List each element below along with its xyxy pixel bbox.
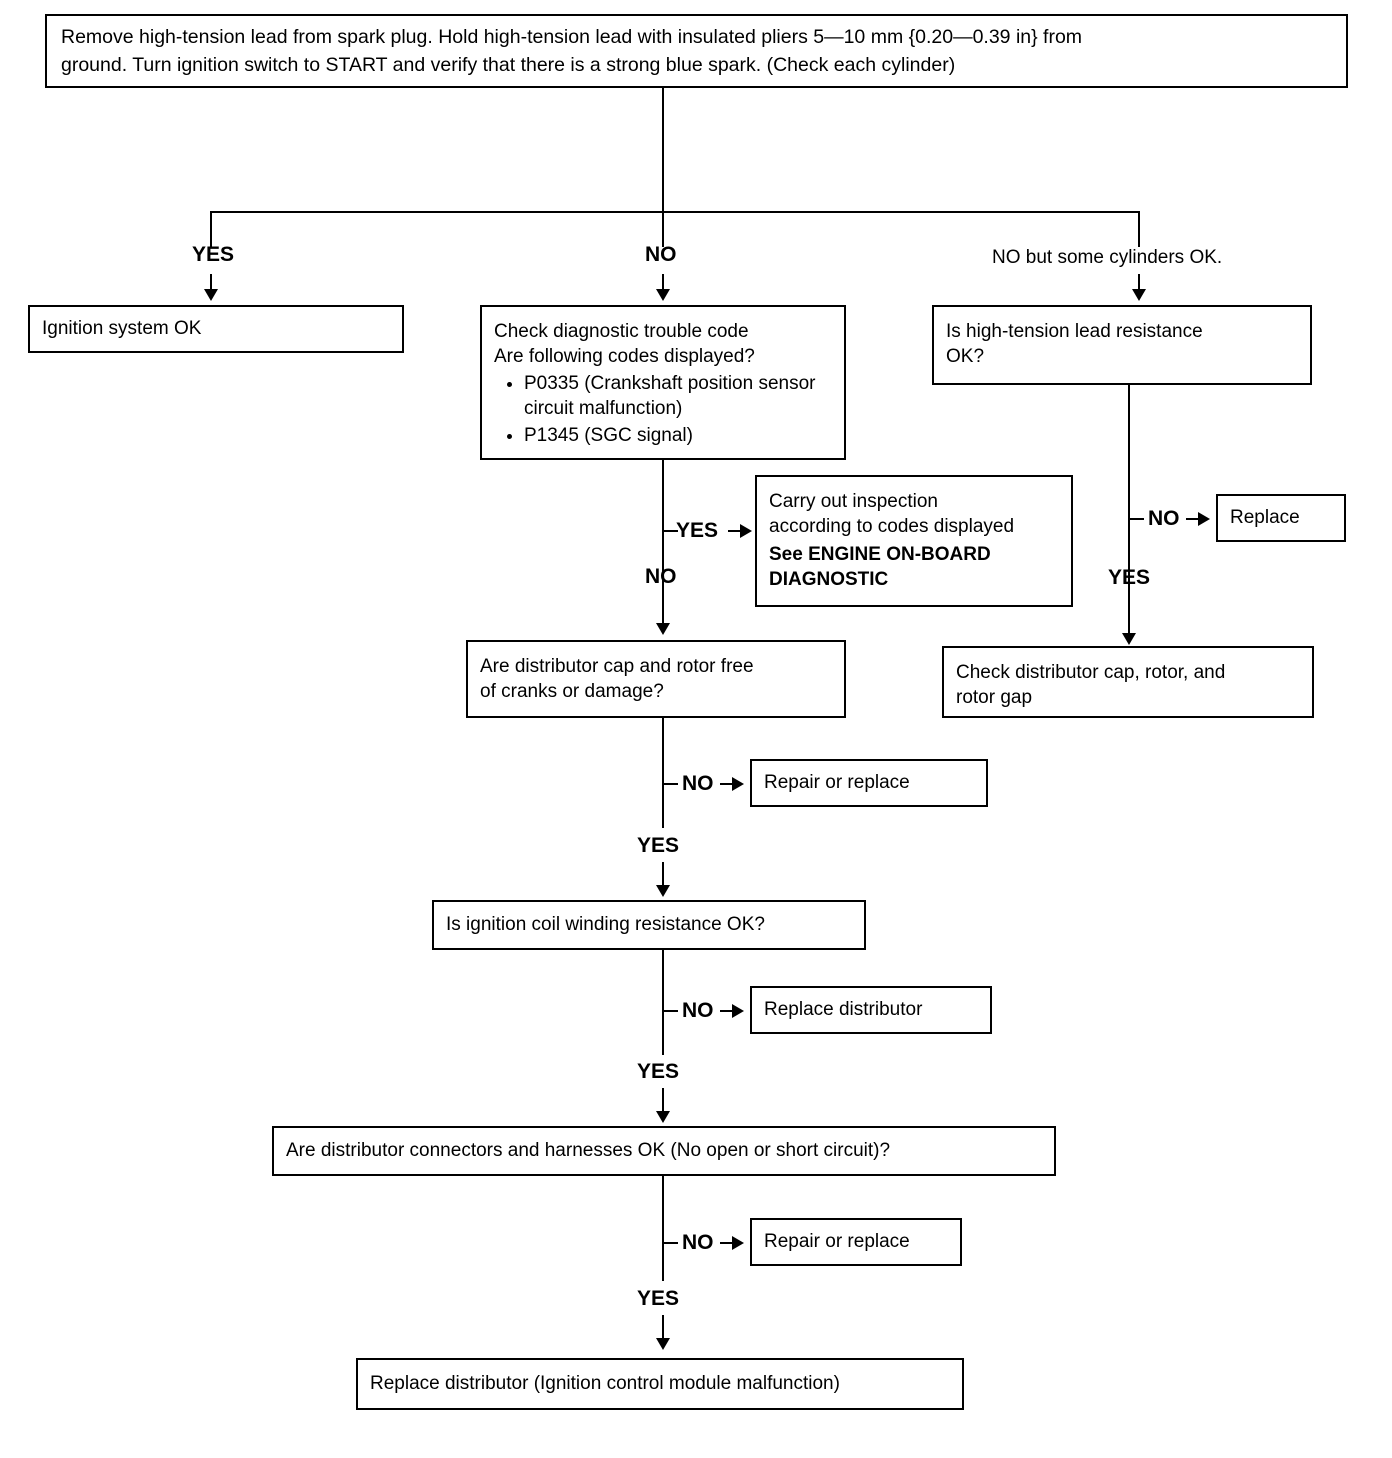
node-carry-out-reference: ENGINE ON-BOARD DIAGNOSTIC: [769, 544, 991, 591]
connector-lead-no-tick: [1128, 518, 1144, 520]
node-replace-distributor-1: Replace distributor: [750, 986, 992, 1034]
edge-label-dtc-yes: YES: [676, 519, 719, 542]
connector-coil-no-tick: [662, 1010, 678, 1012]
node-cap-rotor-line2: of cranks or damage?: [480, 681, 664, 703]
node-check-dtc-bullets: P0335 (Crankshaft position sensor circui…: [494, 371, 832, 448]
edge-label-lead-yes: YES: [1108, 566, 1151, 589]
connector-split-bus: [210, 211, 1140, 213]
arrow-into-carry-out: [740, 524, 752, 538]
edge-label-branch-no: NO: [645, 243, 677, 266]
connector-conn-down: [662, 1176, 664, 1281]
node-lead-resistance-line1: Is high-tension lead resistance: [946, 321, 1203, 342]
node-cap-rotor-free: Are distributor cap and rotor free of cr…: [466, 640, 846, 718]
arrow-into-repair-replace-1: [732, 777, 744, 791]
connector-bus-to-no: [662, 211, 664, 247]
arrow-into-check-dtc: [656, 289, 670, 301]
connector-cap-no-line: [720, 783, 734, 785]
node-start-instruction: Remove high-tension lead from spark plug…: [45, 14, 1348, 88]
arrow-into-lead-resistance: [1132, 289, 1146, 301]
connector-cap-yes-down: [662, 862, 664, 888]
edge-label-conn-no: NO: [682, 1231, 714, 1254]
connector-dtc-yes-tick: [662, 530, 678, 532]
node-carry-out-line1: Carry out inspection: [769, 491, 938, 512]
node-start-line2: ground. Turn ignition switch to START an…: [61, 54, 956, 76]
connector-conn-no-line: [720, 1242, 734, 1244]
connector-coil-no-line: [720, 1010, 734, 1012]
edge-label-conn-yes: YES: [637, 1287, 680, 1310]
node-check-cap-rotor-line1: Check distributor cap, rotor, and: [956, 662, 1226, 683]
connector-no-arrow-line: [662, 274, 664, 292]
connector-no-some-arrow-line: [1138, 274, 1140, 292]
arrow-into-replace-distributor-1: [732, 1004, 744, 1018]
connector-lead-down: [1128, 385, 1130, 635]
node-carry-out-line2: according to codes displayed: [769, 516, 1015, 538]
node-check-dtc: Check diagnostic trouble code Are follow…: [480, 305, 846, 460]
edge-label-branch-no-some: NO but some cylinders OK.: [992, 247, 1223, 268]
node-check-cap-rotor-gap: Check distributor cap, rotor, and rotor …: [942, 646, 1314, 718]
node-distributor-connectors-label: Are distributor connectors and harnesses…: [286, 1140, 891, 1162]
edge-label-cap-no: NO: [682, 772, 714, 795]
node-lead-resistance: Is high-tension lead resistance OK?: [932, 305, 1312, 385]
node-repair-or-replace-1: Repair or replace: [750, 759, 988, 807]
connector-cap-down: [662, 718, 664, 828]
node-replace-distributor-1-label: Replace distributor: [764, 999, 923, 1021]
node-check-dtc-line1: Check diagnostic trouble code: [494, 321, 749, 342]
node-check-cap-rotor-line2: rotor gap: [956, 687, 1033, 709]
connector-cap-no-tick: [662, 783, 678, 785]
connector-coil-down: [662, 950, 664, 1055]
edge-label-coil-yes: YES: [637, 1060, 680, 1083]
node-coil-winding-label: Is ignition coil winding resistance OK?: [446, 914, 765, 936]
connector-coil-yes-down: [662, 1088, 664, 1114]
connector-bus-to-no-some: [1138, 211, 1140, 247]
connector-yes-arrow-line: [210, 274, 212, 292]
edge-label-cap-yes: YES: [637, 834, 680, 857]
arrow-into-replace: [1198, 512, 1210, 526]
arrow-into-final: [656, 1338, 670, 1350]
connector-conn-yes-down: [662, 1315, 664, 1341]
connector-conn-no-tick: [662, 1242, 678, 1244]
connector-start-to-bus: [662, 88, 664, 211]
node-distributor-connectors: Are distributor connectors and harnesses…: [272, 1126, 1056, 1176]
node-check-dtc-bullet-1: P0335 (Crankshaft position sensor circui…: [524, 371, 832, 421]
arrow-into-cap-rotor: [656, 623, 670, 635]
node-ignition-system-ok: Ignition system OK: [28, 305, 404, 353]
arrow-into-repair-replace-2: [732, 1236, 744, 1250]
arrow-into-connectors: [656, 1111, 670, 1123]
edge-label-dtc-no: NO: [645, 565, 677, 588]
arrow-into-coil-winding: [656, 885, 670, 897]
node-final-label: Replace distributor (Ignition control mo…: [370, 1373, 840, 1395]
connector-dtc-down: [662, 460, 664, 625]
node-replace: Replace: [1216, 494, 1346, 542]
connector-bus-to-yes: [210, 211, 212, 247]
arrow-into-ignition-ok: [204, 289, 218, 301]
node-repair-or-replace-1-label: Repair or replace: [764, 772, 910, 794]
node-repair-or-replace-2: Repair or replace: [750, 1218, 962, 1266]
node-replace-label: Replace: [1230, 507, 1300, 529]
node-check-dtc-line2: Are following codes displayed?: [494, 346, 755, 368]
connector-lead-no-line: [1186, 518, 1200, 520]
node-carry-out-inspection: Carry out inspection according to codes …: [755, 475, 1073, 607]
arrow-into-check-cap-rotor: [1122, 633, 1136, 645]
node-cap-rotor-line1: Are distributor cap and rotor free: [480, 656, 754, 677]
node-ignition-system-ok-label: Ignition system OK: [42, 318, 202, 340]
edge-label-lead-no: NO: [1148, 507, 1180, 530]
node-final-replace-distributor: Replace distributor (Ignition control mo…: [356, 1358, 964, 1410]
edge-label-coil-no: NO: [682, 999, 714, 1022]
node-start-line1: Remove high-tension lead from spark plug…: [61, 25, 1083, 48]
node-repair-or-replace-2-label: Repair or replace: [764, 1231, 910, 1253]
node-coil-winding-resistance: Is ignition coil winding resistance OK?: [432, 900, 866, 950]
connector-dtc-yes-line: [728, 530, 742, 532]
node-carry-out-see-label: See: [769, 544, 803, 566]
edge-label-branch-yes: YES: [192, 243, 235, 266]
node-lead-resistance-line2: OK?: [946, 346, 985, 368]
node-check-dtc-bullet-2: P1345 (SGC signal): [524, 423, 832, 448]
